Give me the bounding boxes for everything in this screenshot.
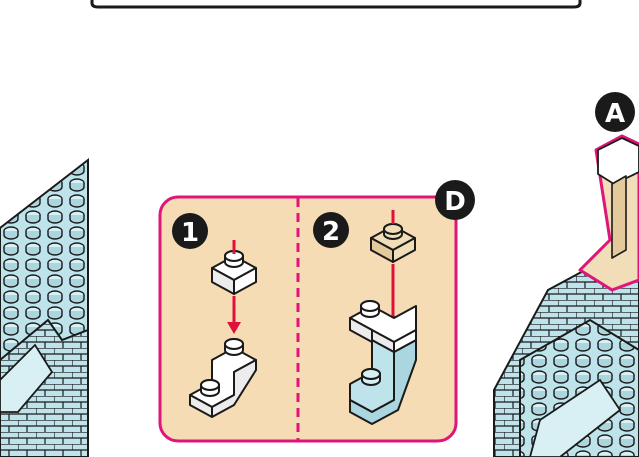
callout-panel: D 1 bbox=[158, 180, 475, 443]
step-2-base-assembly bbox=[349, 300, 417, 425]
callout-badge: D bbox=[435, 180, 475, 220]
step-1-number-badge: 1 bbox=[172, 213, 208, 249]
step-1-base-brick bbox=[189, 338, 257, 418]
model-badge: A bbox=[595, 92, 635, 132]
left-model-fragment bbox=[0, 157, 89, 457]
step-2-number-badge: 2 bbox=[313, 212, 349, 248]
step-1-arrow bbox=[227, 240, 241, 334]
step-1: 1 bbox=[172, 213, 257, 418]
step-number: 2 bbox=[322, 217, 340, 247]
step-number: 1 bbox=[181, 218, 199, 248]
previous-panel-frame bbox=[90, 0, 582, 9]
step-1-new-brick bbox=[211, 250, 257, 295]
step-2-new-brick bbox=[370, 223, 416, 263]
model-badge-letter: A bbox=[605, 99, 625, 129]
step-2: 2 bbox=[313, 210, 417, 425]
callout-badge-letter: D bbox=[444, 187, 466, 217]
highlighted-tower bbox=[578, 134, 639, 292]
right-model-fragment: A bbox=[493, 92, 639, 457]
